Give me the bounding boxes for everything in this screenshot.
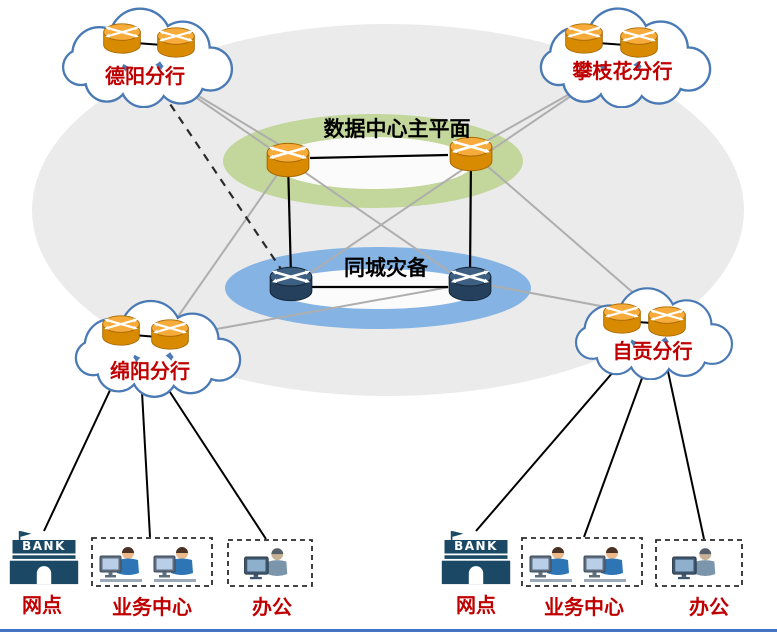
link-line (141, 391, 151, 538)
router-icon-mianyang-2 (150, 318, 190, 351)
site-links (43, 361, 705, 540)
core-links (286, 153, 473, 289)
link-line (199, 285, 456, 333)
router-icon-main-right (448, 136, 494, 172)
office-box-right (655, 539, 743, 587)
router-icon-mianyang-1 (101, 314, 141, 347)
site-label-business-right: 业务中心 (544, 595, 624, 619)
bottom-border-rule (0, 629, 777, 632)
main-plane-ring-hole (273, 137, 473, 189)
site-label-business-left: 业务中心 (112, 595, 192, 619)
link-line (299, 82, 591, 281)
link-line (309, 153, 449, 160)
bank-sign-text-left: BANK (22, 539, 66, 553)
dr-ring-hole (275, 269, 481, 309)
branch-cloud-panzhihua (542, 10, 709, 106)
router-icon-zigong-2 (647, 305, 687, 338)
site-label-office-left: 办公 (252, 595, 292, 619)
worker-icon (583, 546, 627, 583)
worker-icon (153, 546, 197, 583)
link-line (165, 385, 267, 540)
branch-label-zigong: 自贡分行 (612, 339, 693, 363)
branch-label-deyang: 德阳分行 (105, 64, 185, 88)
site-label-outlet-right: 网点 (456, 593, 496, 617)
link-line (583, 369, 646, 538)
office-box-left (227, 539, 313, 587)
dr-label: 同城灾备 (344, 256, 428, 280)
wan-backbone-ellipse (32, 24, 744, 396)
router-icon-panzhihua-2 (619, 26, 659, 59)
business-center-box-left (91, 537, 213, 587)
router-icon-panzhihua-1 (564, 22, 604, 55)
link-line (482, 283, 623, 311)
link-line (169, 161, 287, 329)
link-line (177, 84, 461, 280)
router-icon-zigong-1 (602, 302, 642, 335)
link-line (665, 361, 705, 540)
main-plane-label: 数据中心主平面 (323, 117, 471, 141)
office-worker-icon (244, 547, 288, 580)
router-icon-main-left (265, 142, 311, 178)
link-line (477, 157, 646, 304)
dashed-backup-link (161, 91, 288, 279)
branch-label-panzhihua: 攀枝花分行 (572, 59, 673, 83)
branch-label-mianyang: 绵阳分行 (110, 359, 190, 383)
branch-core-links (169, 77, 646, 333)
link-line (43, 385, 113, 532)
worker-icon (529, 546, 573, 583)
business-center-box-right (521, 537, 643, 587)
link-line (475, 363, 621, 532)
site-label-outlet-left: 网点 (22, 593, 62, 617)
office-worker-icon (672, 547, 716, 580)
link-line (286, 161, 293, 277)
link-line (468, 155, 473, 277)
router-icon-deyang-2 (156, 26, 196, 59)
site-label-office-right: 办公 (689, 595, 729, 619)
worker-icon (99, 546, 143, 583)
router-icon-deyang-1 (102, 22, 142, 55)
bank-sign-text-right: BANK (454, 539, 498, 553)
